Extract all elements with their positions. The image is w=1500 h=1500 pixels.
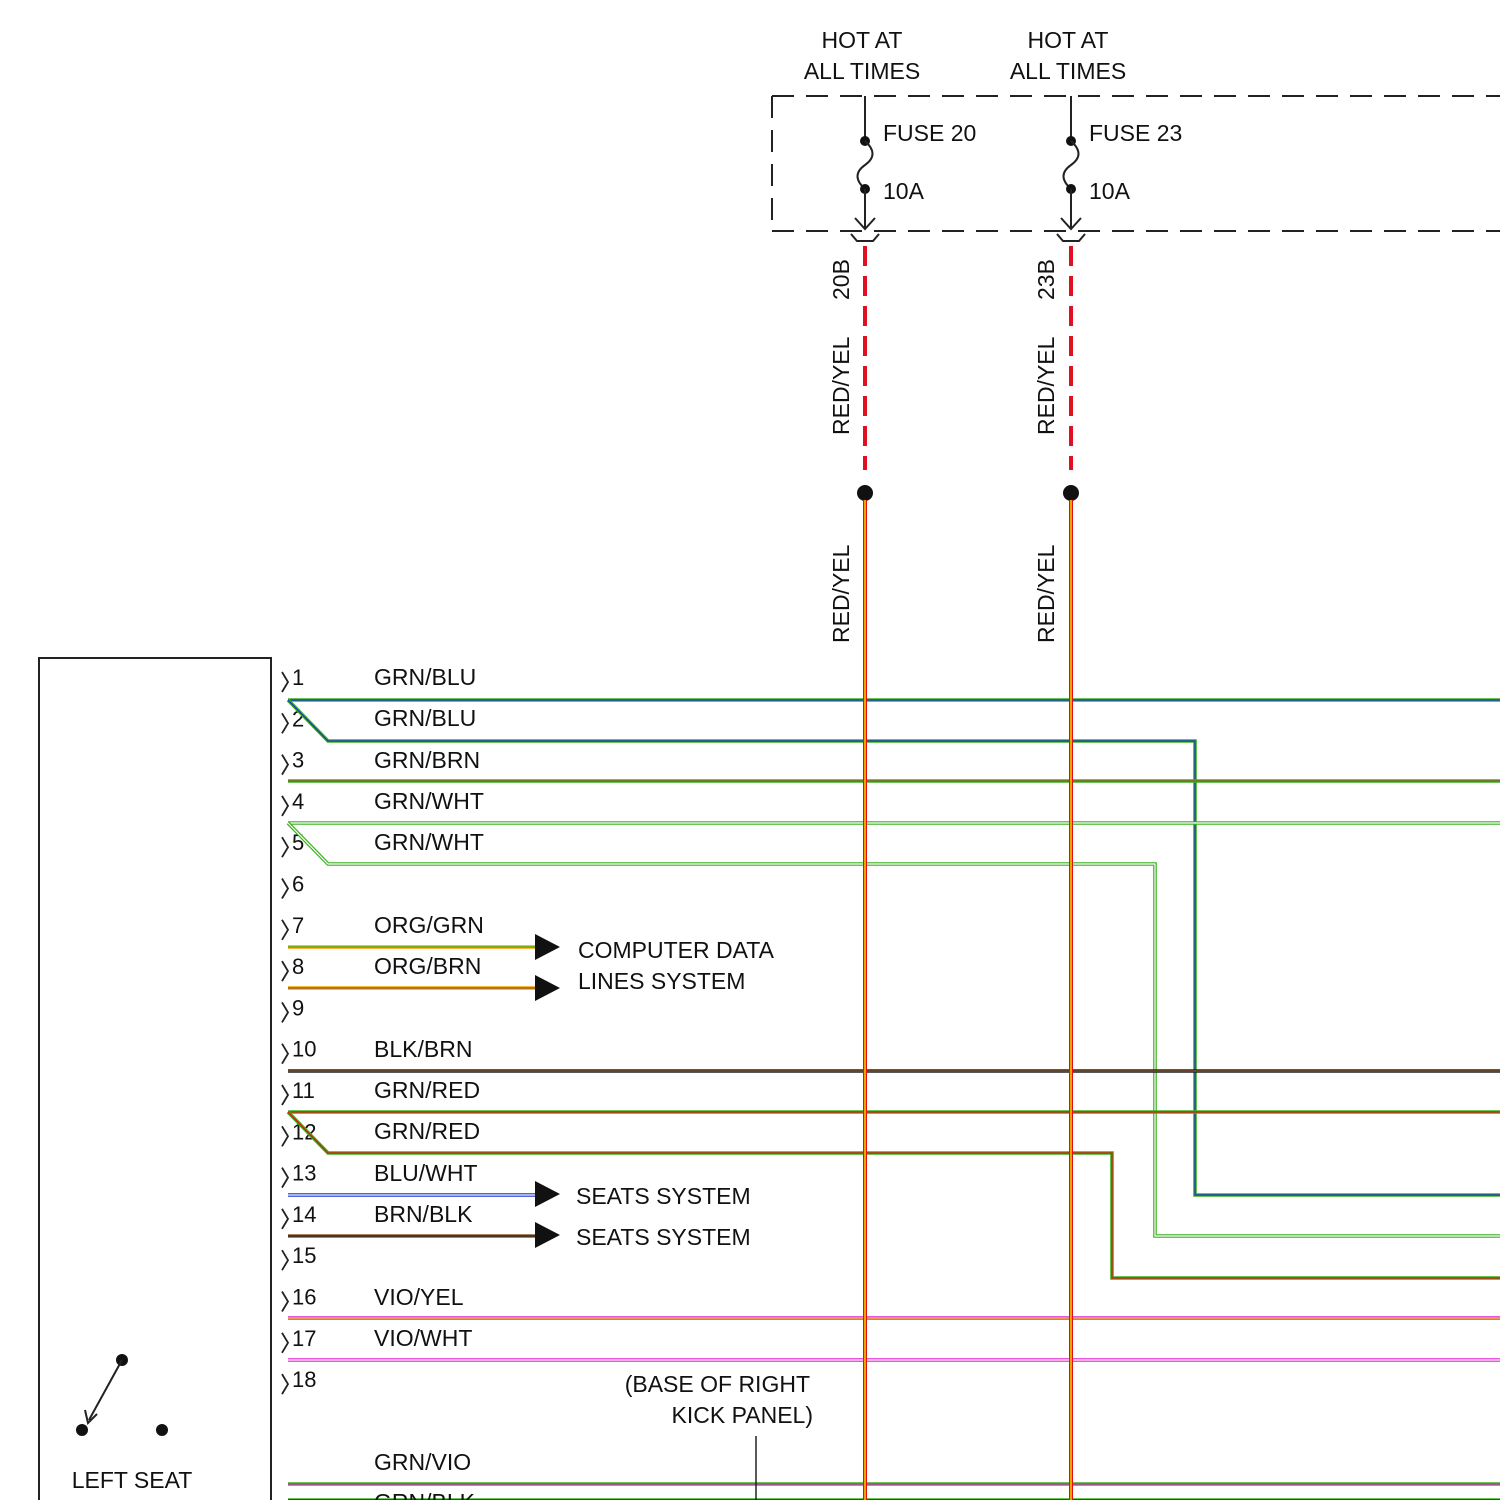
fuse20-wire-upper: RED/YEL [828,336,854,435]
fuse23-hot-line2: ALL TIMES [1010,58,1126,84]
fuse20-terminal: 20B [828,259,854,300]
connector-cavity [282,1085,288,1105]
connector-cavity [282,755,288,775]
connector-cavity [282,837,288,857]
wire-labels: GRN/BLU GRN/BLU GRN/BRN GRN/WHT GRN/WHT … [374,664,484,1500]
wire-label: GRN/WHT [374,788,484,814]
arrow-computer-data-2 [535,975,560,1001]
splice-note-line2: KICK PANEL) [672,1402,813,1428]
arrow-seats-1 [535,1181,560,1207]
connector-cavity [282,1250,288,1270]
pin-number: 4 [292,789,304,814]
fuse-20 [851,96,879,241]
fuse23-rating: 10A [1089,178,1131,204]
connector-cavity [282,1374,288,1394]
left-seat-component [39,658,271,1500]
wire-label: BRN/BLK [374,1201,473,1227]
fuse23-name: FUSE 23 [1089,120,1182,146]
pin-number: 9 [292,995,304,1020]
fuse23-wire-lower: RED/YEL [1033,544,1059,643]
connector-cavity [282,1126,288,1146]
connector-cavity [282,713,288,733]
connector-cavity [282,1044,288,1064]
connector-cavity [282,1292,288,1312]
wire-label: GRN/BRN [374,747,480,773]
connector-cavity [282,879,288,899]
wire-label: GRN/BLU [374,664,476,690]
wire-label: GRN/BLU [374,705,476,731]
computer-data-line1: COMPUTER DATA [578,937,775,963]
splice-dot-fuse20 [857,485,873,501]
fuse20-rating: 10A [883,178,925,204]
fuse23-terminal: 23B [1033,259,1059,300]
wire-label: ORG/BRN [374,953,481,979]
splice-dot-fuse23 [1063,485,1079,501]
pin-number: 12 [292,1119,316,1144]
wire-label: GRN/WHT [374,829,484,855]
connector-cavity [282,920,288,940]
component-label: LEFT SEAT [72,1467,193,1493]
fuse20-name: FUSE 20 [883,120,976,146]
connector-cavity [282,1333,288,1353]
wire-label: BLK/BRN [374,1036,472,1062]
pin-number: 13 [292,1161,316,1186]
pin-number: 17 [292,1326,316,1351]
fuse20-wire-lower: RED/YEL [828,544,854,643]
pin-number: 10 [292,1037,316,1062]
arrows [535,934,560,1248]
pin-number: 15 [292,1243,316,1268]
pin-number: 1 [292,665,304,690]
computer-data-line2: LINES SYSTEM [578,968,745,994]
wire-label: BLU/WHT [374,1160,478,1186]
seats-system-2: SEATS SYSTEM [576,1224,751,1250]
pin-number: 16 [292,1285,316,1310]
arrow-computer-data-1 [535,934,560,960]
connector-cavity [282,796,288,816]
pin-number: 11 [292,1078,315,1103]
wire-label: GRN/RED [374,1118,480,1144]
pin-number: 8 [292,954,304,979]
wire-label: GRN/VIO [374,1449,471,1475]
wire-label: VIO/WHT [374,1325,472,1351]
connector-cavity [282,672,288,692]
splice-note-line1: (BASE OF RIGHT [625,1371,810,1397]
connector-cavity [282,1168,288,1188]
wire-label: ORG/GRN [374,912,484,938]
pin-number: 14 [292,1202,316,1227]
pin-number: 7 [292,913,304,938]
arrow-seats-2 [535,1222,560,1248]
connector-cavity [282,1209,288,1229]
fuse-box-outline [772,96,1500,231]
seats-system-1: SEATS SYSTEM [576,1183,751,1209]
wire-label: GRN/BLK [374,1489,476,1500]
fuse23-wire-upper: RED/YEL [1033,336,1059,435]
wire-label: GRN/RED [374,1077,480,1103]
fuse23-hot-line1: HOT AT [1028,27,1109,53]
pin-number: 6 [292,872,304,897]
pin-number: 18 [292,1367,316,1392]
pin-number: 3 [292,748,304,773]
fuse20-hot-line2: ALL TIMES [804,58,920,84]
switch-icon [76,1354,168,1436]
fuse-23 [1057,96,1085,241]
wire-label: VIO/YEL [374,1284,464,1310]
fuse20-hot-line1: HOT AT [822,27,903,53]
connector-cavity [282,1002,288,1022]
connector-cavity [282,961,288,981]
